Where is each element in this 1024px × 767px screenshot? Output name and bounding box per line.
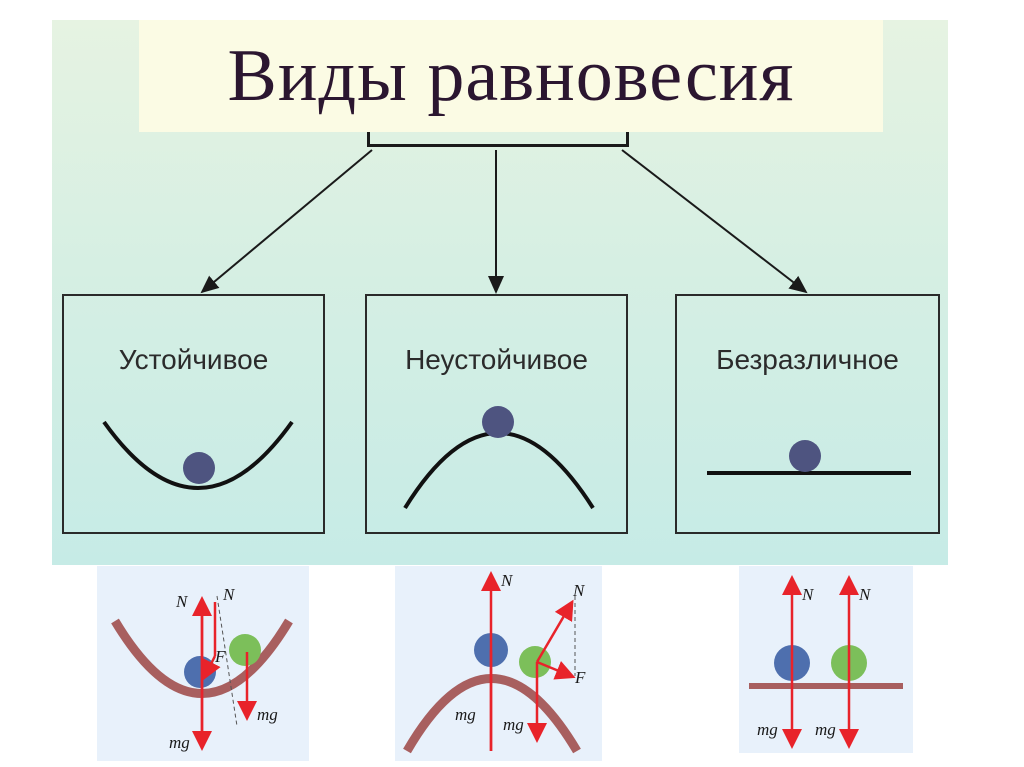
unstable-forces-diagram (403, 571, 581, 754)
label-unstable: Неустойчивое (405, 344, 588, 375)
indifferent-diagram (707, 440, 911, 475)
label-F: F⃗ (215, 647, 239, 666)
concave-surface (102, 420, 294, 490)
ball (183, 452, 215, 484)
label-mg-2: mg⃗ (815, 720, 849, 739)
indifferent-forces-diagram (749, 575, 903, 749)
page-title: Виды равновесия (227, 34, 795, 117)
normal-vector-2 (535, 599, 574, 663)
label-N: N⃗ (802, 585, 827, 604)
label-mg-2: mg⃗ (257, 705, 291, 724)
title-connector (367, 130, 629, 147)
label-indifferent: Безразличное (716, 344, 899, 375)
force-vector (202, 655, 221, 681)
label-N: N⃗ (501, 571, 526, 590)
label-F: F⃗ (575, 668, 599, 687)
arrow-right (621, 149, 808, 294)
ball-blue (184, 656, 216, 688)
convex-surface (403, 431, 595, 510)
label-mg: mg⃗ (169, 733, 203, 752)
unstable-diagram (403, 406, 595, 510)
box-stable: Устойчивое (62, 294, 325, 534)
stable-diagram (102, 420, 294, 490)
label-N: N⃗ (176, 592, 201, 611)
panel-stable-forces: N⃗ N⃗ F⃗ mg⃗ mg⃗ (97, 566, 309, 761)
ball (789, 440, 821, 472)
label-mg: mg⃗ (757, 720, 791, 739)
ball-green (519, 646, 551, 678)
label-mg: mg⃗ (455, 705, 489, 724)
label-mg-2: mg⃗ (503, 715, 537, 734)
label-stable: Устойчивое (118, 344, 269, 375)
panel-indifferent-forces: N⃗ N⃗ mg⃗ mg⃗ (739, 566, 913, 753)
label-N-2: N⃗ (223, 585, 248, 604)
ball (482, 406, 514, 438)
force-vector (536, 660, 576, 680)
title-box: Виды равновесия (139, 20, 883, 132)
ball-green (229, 634, 261, 666)
panel-unstable-forces: N⃗ N⃗ F⃗ mg⃗ mg⃗ (395, 566, 602, 761)
dashed-guide (216, 595, 238, 727)
stable-forces-diagram (111, 595, 293, 751)
label-N-2: N⃗ (859, 585, 884, 604)
label-N-2: N⃗ (573, 581, 598, 600)
box-indifferent: Безразличное (675, 294, 940, 534)
box-unstable: Неустойчивое (365, 294, 628, 534)
arrow-left (200, 149, 373, 294)
